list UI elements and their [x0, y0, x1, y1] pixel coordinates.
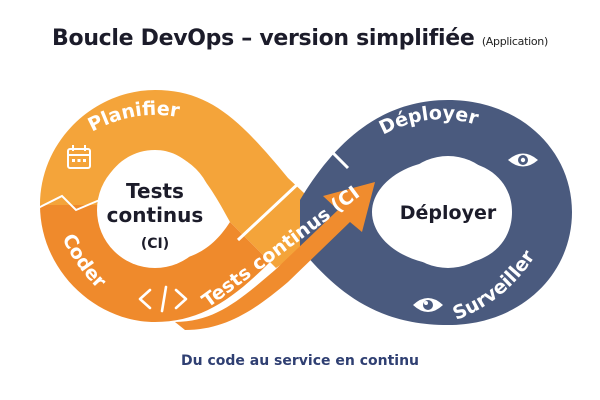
- footer-caption: Du code au service en continu: [180, 353, 420, 369]
- right-center-circle: [392, 156, 504, 268]
- left-center-line3: (CI): [141, 236, 169, 252]
- left-loop-zigzag: [37, 194, 103, 212]
- left-center-circle: [97, 152, 213, 268]
- right-loop-band: [300, 100, 572, 325]
- calendar-icon: [67, 145, 91, 169]
- right-center-label: Déployer: [400, 202, 497, 224]
- left-loop-top-band: [40, 90, 338, 268]
- crossover-arrow-edge: [236, 149, 350, 242]
- diagram-title: Boucle DevOps – version simplifiée (Appl…: [0, 26, 600, 51]
- left-center-line1: Tests: [126, 179, 184, 203]
- code-icon: [138, 285, 188, 313]
- eye-icon: [413, 298, 443, 312]
- title-main: Boucle DevOps – version simplifiée: [52, 26, 475, 51]
- left-center-line2: continus: [107, 203, 204, 227]
- title-note: (Application): [481, 35, 548, 48]
- eye-icon: [508, 153, 538, 167]
- crossover-arrow-band: [175, 182, 375, 330]
